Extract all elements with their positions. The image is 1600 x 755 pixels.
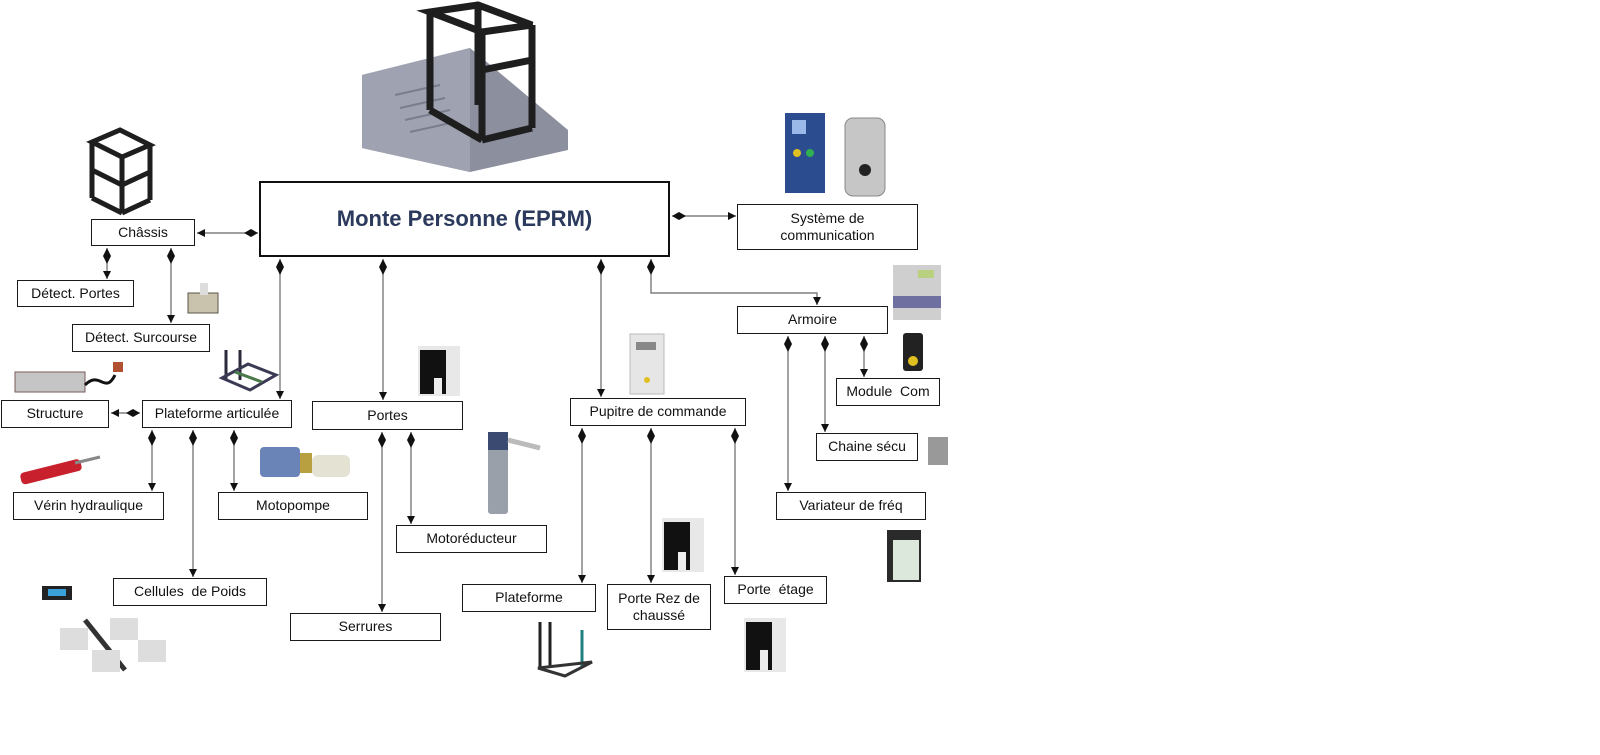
- node-label: Motopompe: [256, 497, 330, 514]
- node-label: Détect. Portes: [31, 284, 120, 301]
- node-label: Détect. Surcourse: [84, 329, 198, 346]
- composition-diamond-icon: [597, 259, 605, 275]
- node-serrures[interactable]: Serrures: [290, 613, 441, 641]
- composition-diamond-icon: [821, 336, 829, 352]
- frequency-drive: [887, 530, 921, 582]
- node-label: Portes: [367, 406, 408, 423]
- node-label: Motoréducteur: [426, 530, 517, 547]
- node-motoreducteur[interactable]: Motoréducteur: [396, 525, 547, 553]
- composition-diamond-icon: [378, 432, 386, 448]
- node-motopompe[interactable]: Motopompe: [218, 492, 368, 520]
- node-label: Vérin hydraulique: [34, 497, 143, 514]
- node-pupitre[interactable]: Pupitre de commande: [570, 398, 746, 426]
- composition-diamond-icon: [126, 409, 140, 417]
- chassis-frame: [86, 127, 156, 216]
- composition-diamond-icon: [379, 259, 387, 275]
- composition-diamond-icon: [189, 430, 197, 446]
- composition-diamond-icon: [230, 430, 238, 446]
- node-label: Variateur de fréq: [799, 497, 903, 514]
- node-cellules[interactable]: Cellules de Poids: [113, 578, 267, 606]
- node-label: Structure: [26, 405, 84, 422]
- node-label: Armoire: [787, 311, 837, 328]
- node-porte-rez[interactable]: Porte Rez de chaussé: [607, 584, 711, 630]
- node-chassis[interactable]: Châssis: [91, 219, 195, 246]
- electrical-cabinet: [893, 265, 941, 320]
- node-plateforme[interactable]: Plateforme: [462, 584, 596, 612]
- hydraulic-cylinder: [20, 455, 101, 485]
- root-label: Monte Personne (EPRM): [336, 206, 593, 232]
- node-label: Porte Rez de chaussé: [618, 589, 700, 624]
- node-armoire[interactable]: Armoire: [737, 306, 888, 334]
- control-panel: [629, 333, 665, 395]
- composition-diamond-icon: [647, 428, 655, 444]
- node-label: Porte étage: [737, 581, 814, 598]
- node-label: Système de communication: [780, 209, 875, 244]
- composition-diamond-icon: [148, 430, 156, 446]
- root-node[interactable]: Monte Personne (EPRM): [259, 181, 670, 257]
- composition-diamond-icon: [244, 229, 258, 237]
- node-portes[interactable]: Portes: [312, 401, 463, 430]
- composition-diamond-icon: [407, 432, 415, 448]
- node-detect-portes[interactable]: Détect. Portes: [17, 280, 134, 307]
- node-label: Châssis: [118, 223, 168, 240]
- node-label: Plateforme: [495, 589, 563, 606]
- load-cells: [42, 586, 166, 672]
- lift-tower-render: [362, 1, 568, 172]
- node-variateur[interactable]: Variateur de fréq: [776, 492, 926, 520]
- intercom-module: [785, 113, 886, 197]
- composition-diamond-icon: [672, 212, 686, 220]
- cable-lock: [14, 362, 123, 393]
- node-porte-etage[interactable]: Porte étage: [724, 576, 827, 604]
- node-label: Serrures: [338, 618, 393, 635]
- edge-root-armoire: [650, 259, 821, 305]
- node-label: Plateforme articulée: [154, 405, 280, 422]
- node-chaine-secu[interactable]: Chaine sécu: [816, 433, 918, 461]
- door-panel: [418, 346, 786, 672]
- node-plateforme-articulee[interactable]: Plateforme articulée: [142, 400, 292, 428]
- hydraulic-pump: [260, 447, 350, 477]
- limit-switch: [187, 283, 219, 314]
- composition-diamond-icon: [167, 248, 175, 264]
- node-detect-surcourse[interactable]: Détect. Surcourse: [72, 324, 210, 352]
- node-verin[interactable]: Vérin hydraulique: [13, 492, 164, 520]
- platform-frame: [218, 350, 280, 392]
- composition-diamond-icon: [578, 428, 586, 444]
- gear-motor: [488, 432, 541, 514]
- node-module-com[interactable]: Module Com: [836, 378, 940, 406]
- node-label: Pupitre de commande: [589, 403, 727, 420]
- composition-diamond-icon: [276, 259, 284, 275]
- composition-diamond-icon: [103, 248, 111, 264]
- safety-switch: [928, 437, 948, 465]
- node-label: Module Com: [846, 383, 930, 400]
- node-systeme-com[interactable]: Système de communication: [737, 204, 918, 250]
- composition-diamond-icon: [647, 259, 655, 275]
- platform-frame-bottom: [537, 622, 593, 678]
- node-label: Cellules de Poids: [133, 583, 247, 600]
- composition-diamond-icon: [731, 428, 739, 444]
- node-label: Chaine sécu: [828, 438, 906, 455]
- node-structure[interactable]: Structure: [1, 400, 109, 428]
- com-module: [903, 333, 923, 371]
- composition-diamond-icon: [860, 336, 868, 352]
- composition-diamond-icon: [784, 336, 792, 352]
